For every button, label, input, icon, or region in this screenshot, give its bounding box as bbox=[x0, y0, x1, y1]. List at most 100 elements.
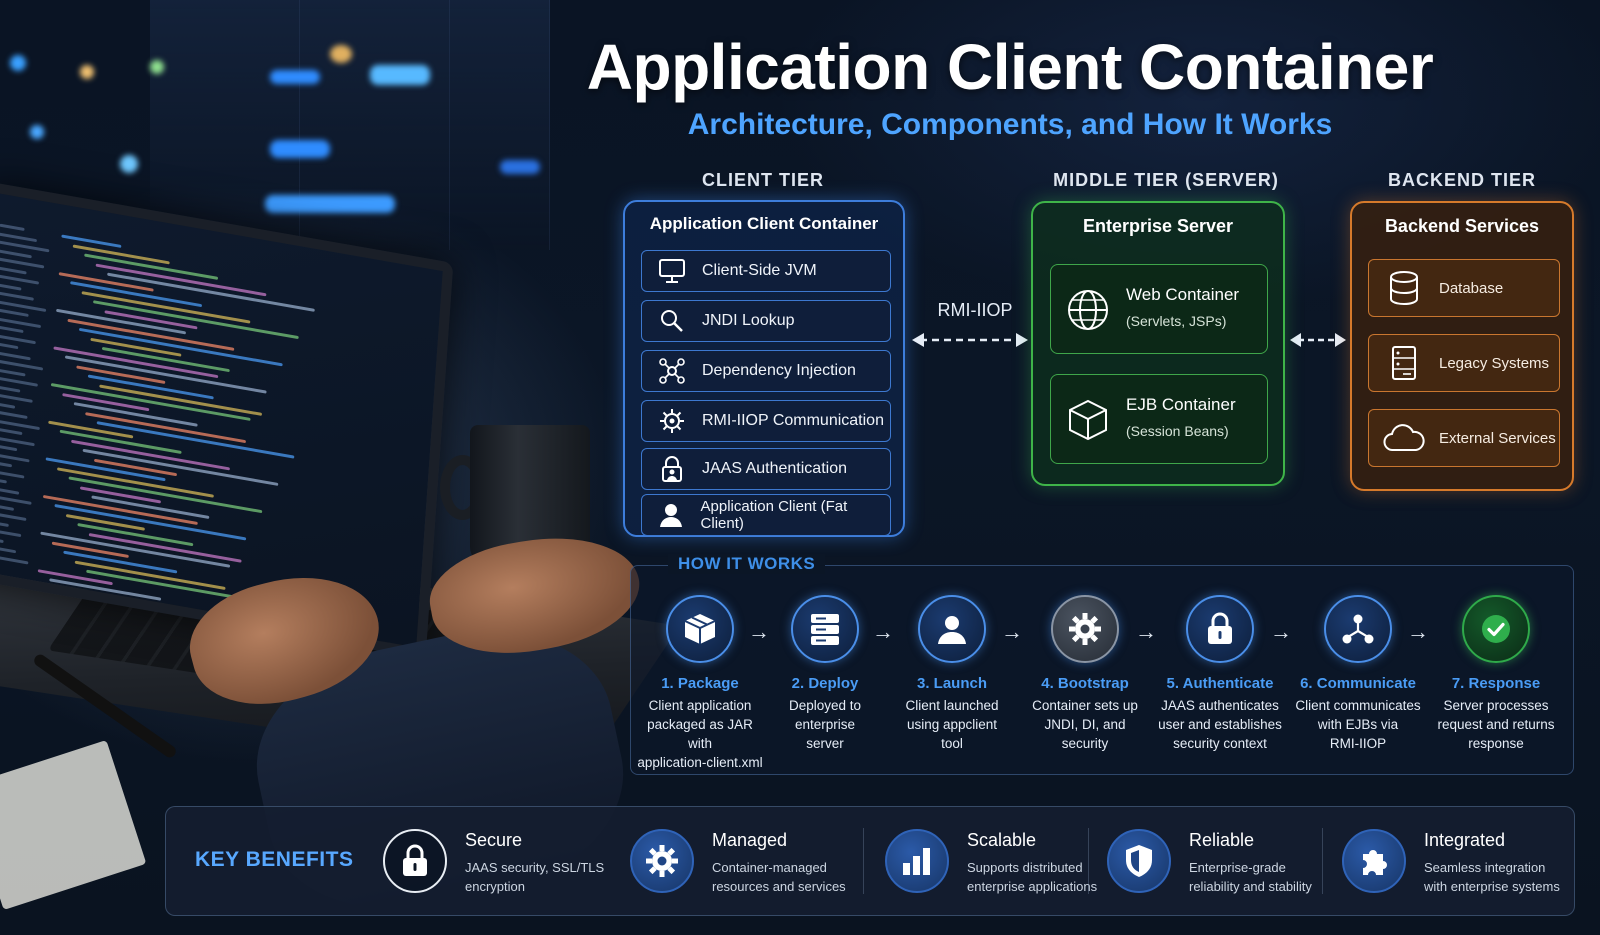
flow-arrow: → bbox=[872, 619, 894, 644]
right-hand bbox=[422, 522, 648, 668]
code-line bbox=[0, 341, 19, 350]
server-item-detail: (Servlets, JSPs) bbox=[1126, 313, 1227, 329]
client-item-jvm[interactable]: Client-Side JVM bbox=[641, 250, 891, 292]
laptop-base bbox=[0, 525, 680, 775]
key-benefits-label: KEY BENEFITS bbox=[195, 848, 354, 871]
step-line: with bbox=[687, 736, 712, 751]
backend-item-legacy[interactable]: Legacy Systems bbox=[1368, 334, 1560, 392]
code-line bbox=[87, 374, 214, 400]
shield-icon bbox=[1107, 829, 1171, 893]
code-line bbox=[37, 568, 113, 585]
benefit-line: Container-managed bbox=[712, 860, 827, 875]
server-rack bbox=[150, 0, 300, 250]
code-line bbox=[63, 550, 178, 574]
bokeh-light bbox=[270, 70, 320, 84]
bokeh-light bbox=[270, 140, 330, 158]
step-communicate[interactable]: 6. Communicate Client communicates with … bbox=[1293, 595, 1423, 753]
code-line bbox=[0, 467, 25, 479]
client-tier-panel: Application Client Container Client-Side… bbox=[623, 200, 905, 537]
user-icon bbox=[642, 495, 701, 535]
client-item-label: Application Client (Fat Client) bbox=[700, 498, 848, 532]
code-line bbox=[0, 240, 50, 253]
step-line: enterprise bbox=[794, 717, 856, 732]
step-response[interactable]: 7. Response Server processes request and… bbox=[1431, 595, 1561, 753]
code-line bbox=[40, 531, 231, 568]
step-description: Client application packaged as JAR with … bbox=[635, 696, 765, 772]
database-icon bbox=[1369, 270, 1439, 306]
step-line: security context bbox=[1173, 736, 1267, 751]
server-item-ejb-container[interactable]: EJB Container (Session Beans) bbox=[1050, 374, 1268, 464]
coffee-mug bbox=[470, 425, 590, 565]
benefit-description: Seamless integration with enterprise sys… bbox=[1424, 858, 1560, 896]
flow-arrow: → bbox=[1135, 619, 1157, 644]
code-line bbox=[0, 366, 26, 377]
client-item-jndi[interactable]: JNDI Lookup bbox=[641, 300, 891, 342]
bokeh-light bbox=[370, 65, 430, 85]
step-description: Client communicates with EJBs via RMI-II… bbox=[1293, 696, 1423, 753]
bar-chart-icon bbox=[885, 829, 949, 893]
step-authenticate[interactable]: 5. Authenticate JAAS authenticates user … bbox=[1155, 595, 1285, 753]
code-line bbox=[0, 265, 27, 274]
code-line bbox=[0, 509, 27, 522]
code-line bbox=[81, 290, 251, 324]
server-item-web-container[interactable]: Web Container (Servlets, JSPs) bbox=[1050, 264, 1268, 354]
step-line: Client communicates bbox=[1295, 698, 1421, 713]
step-line: tool bbox=[941, 736, 963, 751]
client-item-jaas[interactable]: JAAS Authentication bbox=[641, 448, 891, 490]
step-description: Server processes request and returns res… bbox=[1431, 696, 1561, 753]
server-rack bbox=[300, 0, 450, 250]
step-line: packaged as JAR bbox=[647, 717, 753, 732]
code-line bbox=[48, 420, 134, 438]
code-line bbox=[49, 578, 162, 601]
bokeh-light bbox=[330, 45, 352, 63]
code-line bbox=[71, 439, 230, 470]
backend-panel-title: Backend Services bbox=[1384, 216, 1540, 236]
code-line bbox=[61, 234, 122, 248]
code-line bbox=[99, 383, 263, 416]
client-item-di[interactable]: Dependency Injection bbox=[641, 350, 891, 392]
bokeh-light bbox=[10, 55, 26, 71]
code-line bbox=[62, 392, 150, 411]
bidirectional-arrow bbox=[1290, 333, 1346, 347]
step-launch[interactable]: 3. Launch Client launched using appclien… bbox=[887, 595, 1017, 753]
benefit-divider bbox=[1322, 828, 1323, 894]
code-line bbox=[60, 587, 210, 617]
code-line bbox=[57, 466, 214, 498]
benefit-line: resources and services bbox=[712, 879, 846, 894]
mug-handle bbox=[440, 455, 485, 520]
step-line: Client launched bbox=[905, 698, 999, 713]
code-line bbox=[0, 501, 15, 511]
laptop-keyboard bbox=[47, 561, 493, 709]
client-item-fat-client[interactable]: Application Client (Fat Client) bbox=[641, 494, 891, 536]
code-line bbox=[0, 291, 34, 301]
code-line bbox=[70, 281, 203, 308]
puzzle-icon bbox=[1342, 829, 1406, 893]
code-line bbox=[54, 503, 247, 541]
code-line bbox=[0, 450, 30, 462]
client-item-rmi[interactable]: RMI-IIOP Communication bbox=[641, 400, 891, 442]
bokeh-light bbox=[80, 65, 94, 79]
benefit-title: Integrated bbox=[1424, 830, 1506, 850]
client-item-label: Client-Side JVM bbox=[702, 262, 817, 279]
pen bbox=[31, 652, 179, 760]
step-bootstrap[interactable]: 4. Bootstrap Container sets up JNDI, DI,… bbox=[1020, 595, 1150, 753]
step-package[interactable]: 1. Package Client application packaged a… bbox=[635, 595, 765, 772]
step-line: JNDI, DI, and bbox=[1044, 717, 1126, 732]
backend-tier-label: BACKEND TIER bbox=[1387, 170, 1536, 190]
code-line bbox=[73, 402, 198, 427]
server-item-detail: (Session Beans) bbox=[1126, 423, 1229, 439]
code-line bbox=[90, 337, 182, 357]
step-deploy[interactable]: 2. Deploy Deployed to enterprise server bbox=[760, 595, 890, 753]
client-item-label: JNDI Lookup bbox=[702, 312, 795, 329]
gear-icon bbox=[1051, 595, 1119, 663]
client-item-label: Dependency Injection bbox=[702, 362, 856, 379]
notebook bbox=[0, 740, 147, 910]
bokeh-light bbox=[120, 155, 138, 173]
flow-arrow: → bbox=[1407, 619, 1429, 644]
code-line bbox=[76, 364, 166, 384]
backend-item-database[interactable]: Database bbox=[1368, 259, 1560, 317]
code-line bbox=[85, 411, 247, 443]
backend-item-external[interactable]: External Services bbox=[1368, 409, 1560, 467]
code-line bbox=[94, 458, 178, 476]
benefit-description: Enterprise-grade reliability and stabili… bbox=[1189, 858, 1312, 896]
